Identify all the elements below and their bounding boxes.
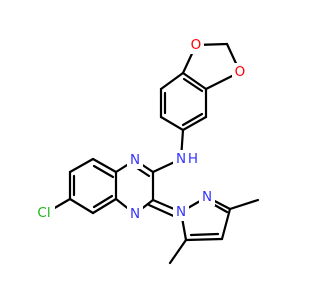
quinoxaline-nitrogen-bottom: N xyxy=(130,206,140,222)
bonds xyxy=(44,42,260,265)
bond xyxy=(181,71,208,91)
bond xyxy=(92,194,114,209)
bond xyxy=(189,232,220,237)
bond xyxy=(68,157,95,174)
bond xyxy=(91,197,118,215)
bond xyxy=(168,238,188,265)
bond xyxy=(181,112,204,127)
pyrazole-nitrogen-2: N xyxy=(202,189,212,205)
bond xyxy=(220,207,232,241)
atom-labels: O O N H N N Cl N N xyxy=(33,36,248,223)
bond xyxy=(68,197,95,215)
chlorine-atom: Cl xyxy=(37,205,50,221)
bond xyxy=(91,157,118,174)
amine-nitrogen-atom: N xyxy=(176,151,186,167)
oxygen-atom-top: O xyxy=(191,37,202,53)
pyrazole-nitrogen-1: N xyxy=(176,204,186,220)
quinoxaline-nitrogen-top: N xyxy=(130,152,140,168)
bond xyxy=(159,71,185,91)
molecule-structure: O O N H N N Cl N N xyxy=(33,36,260,265)
bond xyxy=(182,77,204,93)
amine-hydrogen-atom: H xyxy=(188,151,198,167)
bond xyxy=(228,198,260,211)
bond xyxy=(181,115,208,132)
bond xyxy=(92,164,115,179)
oxygen-atom-bottom: O xyxy=(235,64,246,80)
bond xyxy=(184,237,224,242)
bond xyxy=(159,115,185,132)
